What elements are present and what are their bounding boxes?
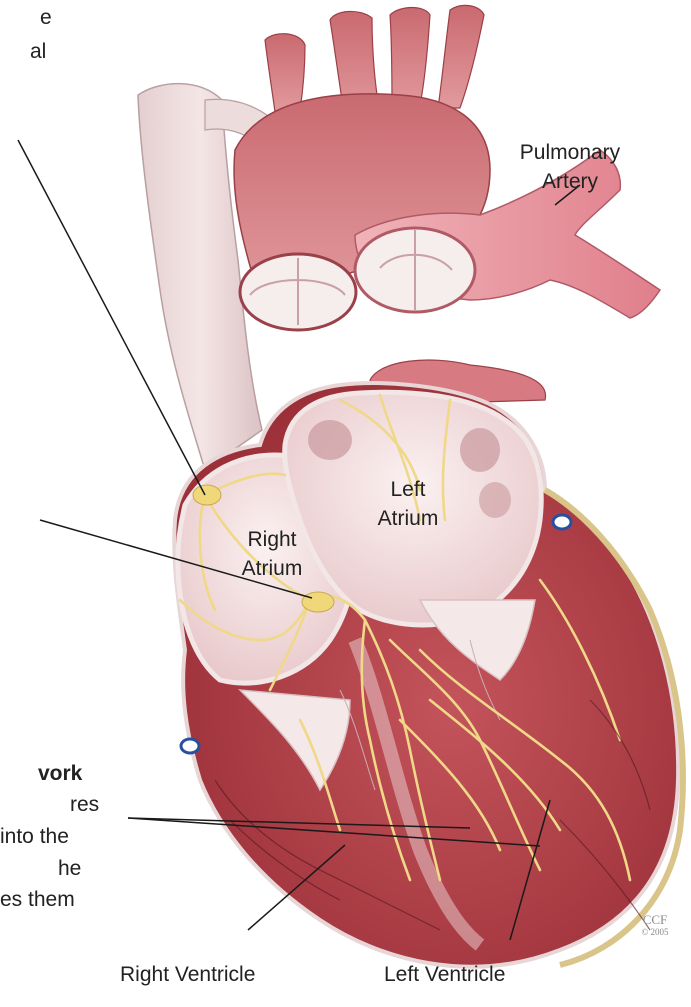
right-atrium-label-line1: Right xyxy=(228,528,316,552)
credit-line1: CCF xyxy=(630,914,680,926)
left-atrium-label-line1: Left xyxy=(370,478,446,502)
cutoff-top-label-line2: al xyxy=(30,40,46,64)
credit-line2: © 2005 xyxy=(630,926,680,938)
copyright-credit: CCF © 2005 xyxy=(630,914,680,938)
cutoff-bottom-line2: into the xyxy=(0,825,69,849)
right-atrium-label-line2: Atrium xyxy=(228,557,316,581)
cutoff-top-label-line1: e xyxy=(40,6,52,30)
cutoff-bottom-line1: res xyxy=(70,793,99,817)
left-atrium-label-line2: Atrium xyxy=(370,507,446,531)
pulmonary-artery-label-line2: Artery xyxy=(504,170,636,194)
cutoff-bottom-heading: vork xyxy=(38,762,82,786)
cutoff-bottom-line4: es them xyxy=(0,888,75,912)
aortic-valve xyxy=(240,254,356,330)
pulmonary-artery-label-line1: Pulmonary xyxy=(504,141,636,165)
cutoff-bottom-line3: he xyxy=(58,857,81,881)
left-ventricle-label: Left Ventricle xyxy=(384,963,505,987)
right-ventricle-label: Right Ventricle xyxy=(120,963,255,987)
